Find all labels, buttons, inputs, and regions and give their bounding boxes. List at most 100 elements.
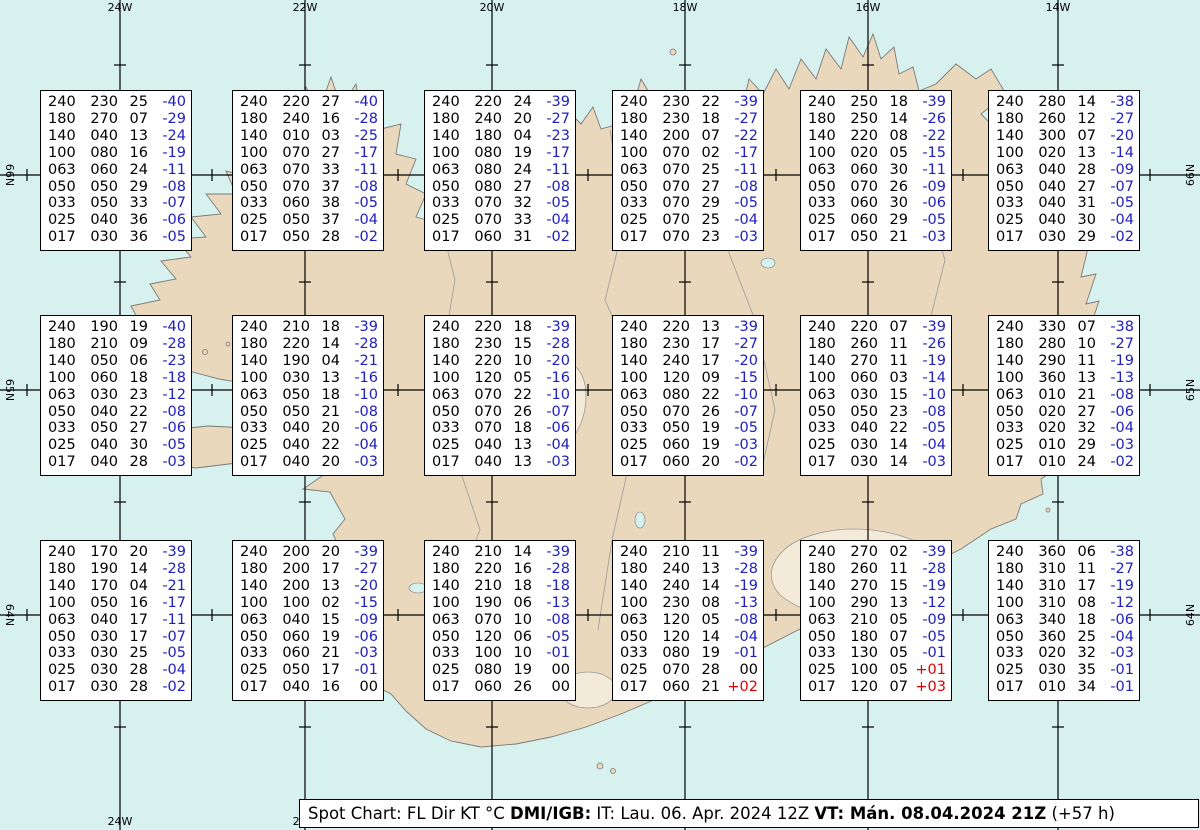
dir-value: 280 bbox=[1038, 335, 1066, 352]
kt-value: 17 bbox=[1077, 577, 1096, 594]
dir-value: 200 bbox=[282, 577, 310, 594]
temp-value: 00 bbox=[551, 662, 570, 679]
fl-value: 050 bbox=[808, 403, 836, 420]
dir-value: 070 bbox=[662, 144, 690, 161]
fl-value: 180 bbox=[240, 560, 268, 577]
temp-value: -28 bbox=[354, 110, 378, 127]
lat-label-right: 64N bbox=[1184, 603, 1197, 627]
lon-label-top: 20W bbox=[479, 1, 505, 14]
temp-value: -01 bbox=[546, 645, 570, 662]
dir-value: 120 bbox=[662, 611, 690, 628]
temp-value: -07 bbox=[162, 195, 186, 212]
lat-label-left: 66N bbox=[3, 163, 16, 187]
dir-value: 360 bbox=[1038, 369, 1066, 386]
temp-value: -15 bbox=[734, 369, 758, 386]
dir-value: 080 bbox=[474, 144, 502, 161]
fl-value: 025 bbox=[48, 212, 76, 229]
kt-value: 03 bbox=[889, 369, 908, 386]
kt-value: 27 bbox=[701, 178, 720, 195]
dir-value: 060 bbox=[850, 195, 878, 212]
kt-value: 36 bbox=[129, 212, 148, 229]
temp-value: -10 bbox=[922, 386, 946, 403]
kt-value: 11 bbox=[889, 335, 908, 352]
kt-value: 02 bbox=[889, 544, 908, 560]
dir-value: 280 bbox=[1038, 94, 1066, 110]
fl-value: 180 bbox=[808, 560, 836, 577]
fl-value: 063 bbox=[996, 611, 1024, 628]
kt-value: 22 bbox=[129, 403, 148, 420]
temp-value: -39 bbox=[546, 94, 570, 110]
fl-value: 180 bbox=[996, 110, 1024, 127]
kt-value: 29 bbox=[1077, 229, 1096, 246]
kt-value: 29 bbox=[129, 178, 148, 195]
dir-value: 050 bbox=[282, 229, 310, 246]
temp-value: -09 bbox=[1110, 161, 1134, 178]
kt-value: 16 bbox=[321, 679, 340, 696]
dir-value: 040 bbox=[474, 437, 502, 454]
fl-value: 100 bbox=[620, 144, 648, 161]
temp-value: -14 bbox=[922, 369, 946, 386]
temp-value: -06 bbox=[546, 420, 570, 437]
dir-value: 050 bbox=[282, 662, 310, 679]
kt-value: 19 bbox=[129, 319, 148, 335]
temp-value: -10 bbox=[354, 386, 378, 403]
fl-value: 100 bbox=[996, 144, 1024, 161]
dir-value: 060 bbox=[662, 437, 690, 454]
fl-value: 100 bbox=[48, 594, 76, 611]
temp-value: -28 bbox=[162, 335, 186, 352]
fl-value: 050 bbox=[240, 178, 268, 195]
fl-value: 180 bbox=[996, 560, 1024, 577]
dir-value: 310 bbox=[1038, 594, 1066, 611]
dir-value: 210 bbox=[474, 577, 502, 594]
kt-value: 18 bbox=[513, 420, 532, 437]
kt-value: 04 bbox=[513, 127, 532, 144]
temp-value: -08 bbox=[354, 178, 378, 195]
dir-value: 220 bbox=[850, 127, 878, 144]
temp-value: -27 bbox=[734, 335, 758, 352]
dir-value: 270 bbox=[850, 352, 878, 369]
kt-value: 31 bbox=[1077, 195, 1096, 212]
fl-value: 063 bbox=[432, 161, 460, 178]
dir-value: 220 bbox=[282, 335, 310, 352]
dir-value: 240 bbox=[662, 577, 690, 594]
temp-value: -02 bbox=[1110, 454, 1134, 471]
fl-value: 180 bbox=[996, 335, 1024, 352]
kt-value: 11 bbox=[1077, 560, 1096, 577]
fl-value: 033 bbox=[48, 645, 76, 662]
temp-value: -27 bbox=[734, 110, 758, 127]
kt-value: 24 bbox=[513, 161, 532, 178]
dir-value: 040 bbox=[850, 420, 878, 437]
fl-value: 025 bbox=[432, 212, 460, 229]
temp-value: -08 bbox=[162, 178, 186, 195]
fl-value: 240 bbox=[620, 94, 648, 110]
temp-value: -21 bbox=[354, 352, 378, 369]
dir-value: 030 bbox=[850, 437, 878, 454]
kt-value: 16 bbox=[513, 560, 532, 577]
fl-value: 100 bbox=[620, 369, 648, 386]
dir-value: 130 bbox=[850, 645, 878, 662]
fl-value: 017 bbox=[808, 454, 836, 471]
temp-value: -03 bbox=[162, 454, 186, 471]
fl-value: 140 bbox=[620, 577, 648, 594]
dir-value: 020 bbox=[1038, 645, 1066, 662]
fl-value: 063 bbox=[48, 611, 76, 628]
lon-label-top: 18W bbox=[672, 1, 698, 14]
lat-label-left: 64N bbox=[3, 603, 16, 627]
temp-value: -12 bbox=[922, 594, 946, 611]
dir-value: 230 bbox=[662, 335, 690, 352]
temp-value: -05 bbox=[354, 195, 378, 212]
kt-value: 13 bbox=[321, 369, 340, 386]
temp-value: -04 bbox=[162, 662, 186, 679]
dir-value: 020 bbox=[850, 144, 878, 161]
dir-value: 050 bbox=[850, 403, 878, 420]
dir-value: 100 bbox=[282, 594, 310, 611]
fl-value: 240 bbox=[48, 544, 76, 560]
fl-value: 100 bbox=[620, 594, 648, 611]
dir-value: 260 bbox=[850, 335, 878, 352]
kt-value: 25 bbox=[129, 645, 148, 662]
lat-label-right: 65N bbox=[1184, 378, 1197, 402]
kt-value: 10 bbox=[1077, 335, 1096, 352]
